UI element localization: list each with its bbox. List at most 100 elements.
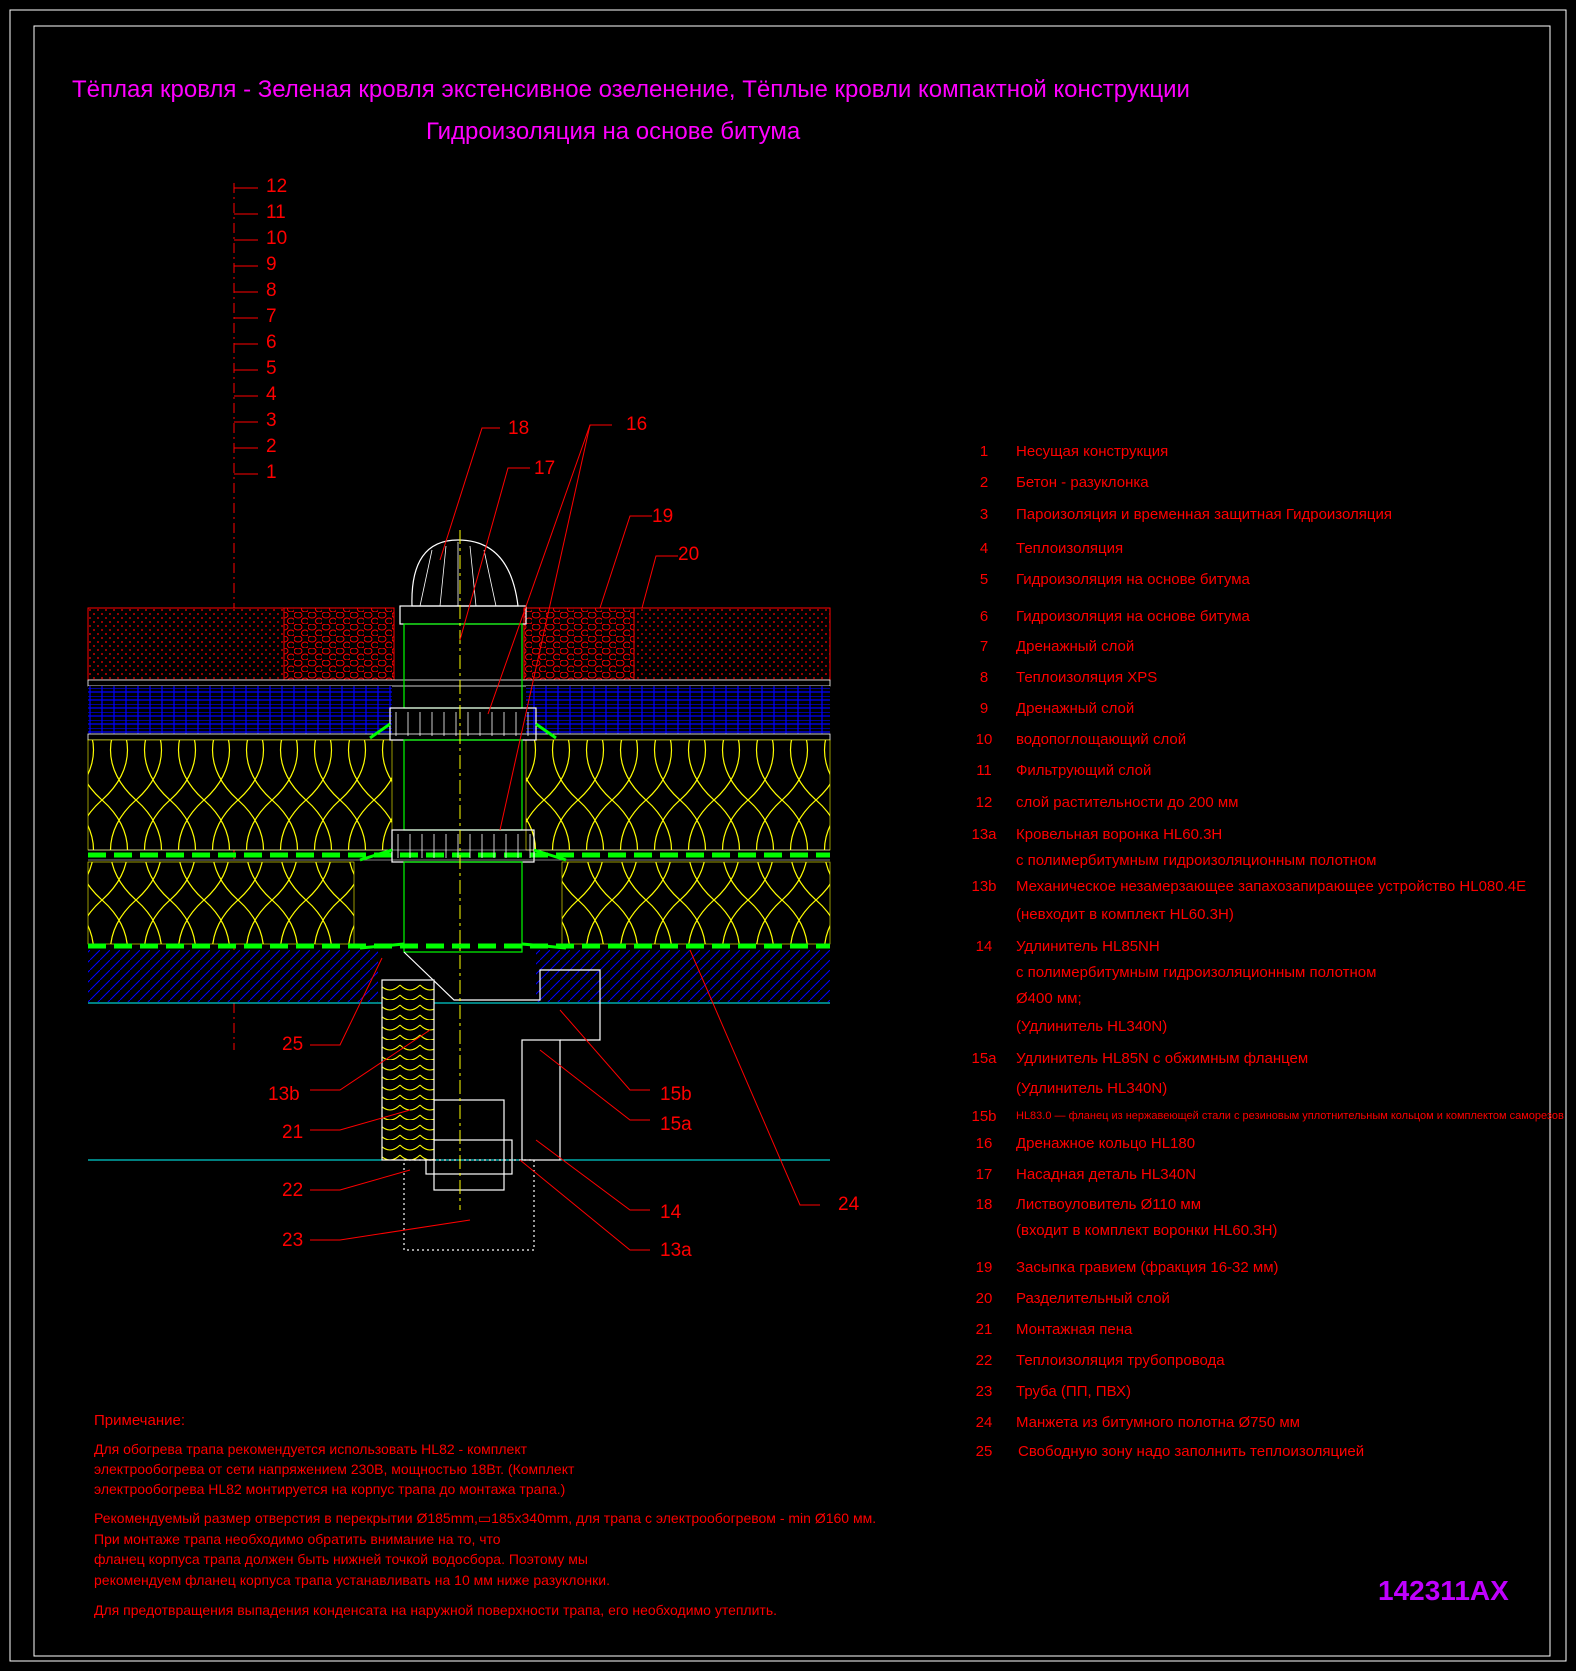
legend-text: с полимербитумным гидроизоляционным поло…: [1016, 852, 1377, 869]
gravel-fill-right: [523, 607, 635, 681]
legend-text: Засыпка гравием (фракция 16-32 мм): [1016, 1259, 1279, 1276]
callout-14: 14: [660, 1202, 682, 1223]
legend-text: (входит в комплект воронки HL60.3H): [1016, 1222, 1278, 1239]
legend-num: 14: [975, 938, 993, 955]
layer-number: 12: [266, 176, 288, 197]
layer-number: 9: [266, 254, 277, 275]
legend-num: 9: [979, 700, 989, 717]
legend-text: Разделительный слой: [1016, 1290, 1170, 1307]
vegetation-layer: [87, 607, 285, 681]
callout-23: 23: [282, 1230, 304, 1251]
legend-text: Теплоизоляция XPS: [1016, 669, 1158, 686]
legend-text: Бетон - разуклонка: [1016, 474, 1149, 491]
pipe-insulation-left: [381, 979, 435, 1161]
drawing-title: Тёплая кровля - Зеленая кровля экстенсив…: [72, 76, 1190, 103]
legend-num: 16: [975, 1135, 993, 1152]
note-line: рекомендуем фланец корпуса трапа устанав…: [94, 1572, 610, 1588]
legend-text: Ø400 мм;: [1016, 990, 1082, 1007]
legend-num: 15a: [971, 1050, 997, 1067]
legend-num: 17: [975, 1166, 993, 1183]
legend-text: Насадная деталь HL340N: [1016, 1166, 1197, 1183]
layer-index-ticks: [234, 187, 258, 475]
xps-layer-right: [526, 686, 830, 734]
legend-num: 21: [975, 1321, 993, 1338]
layer-number: 11: [266, 202, 286, 223]
legend-text: (невходит в комплект HL60.3H): [1016, 906, 1234, 923]
legend-text: (Удлинитель HL340N): [1016, 1018, 1168, 1035]
legend-text: Фильтрующий слой: [1016, 762, 1152, 779]
note-line: электрообогрева от сети напряжением 230В…: [94, 1461, 575, 1477]
legend-text: HL83.0 — фланец из нержавеющей стали с р…: [1016, 1110, 1564, 1122]
legend-text: Манжета из битумного полотна Ø750 мм: [1016, 1414, 1300, 1431]
legend-num: 7: [979, 638, 989, 655]
legend-text: Гидроизоляция на основе битума: [1016, 571, 1250, 588]
legend-num: 19: [975, 1259, 993, 1276]
callout-15b: 15b: [660, 1084, 692, 1105]
legend-text: Теплоизоляция: [1016, 540, 1124, 557]
callout-21: 21: [282, 1122, 304, 1143]
layer-number: 4: [266, 384, 277, 405]
note-line: фланец корпуса трапа должен быть нижней …: [94, 1551, 588, 1567]
callout-13a: 13a: [660, 1240, 692, 1261]
drain-assembly: [359, 539, 601, 1251]
legend-text: Удлинитель HL85N с обжимным фланцем: [1016, 1050, 1309, 1067]
legend-num: 10: [975, 731, 993, 748]
legend-text: водопоглощающий слой: [1016, 731, 1187, 748]
legend-text: Дренажный слой: [1016, 700, 1135, 717]
drain-body-upper: [403, 623, 523, 709]
vegetation-layer-right: [633, 607, 831, 681]
callout-18: 18: [508, 418, 530, 439]
legend-text: Свободную зону надо заполнить теплоизоля…: [1018, 1443, 1365, 1460]
drainage-layer: [87, 733, 831, 741]
legend-num: 18: [975, 1196, 993, 1213]
callout-22: 22: [282, 1180, 304, 1201]
legend-num: 25: [975, 1443, 993, 1460]
legend-text: Удлинитель HL85NH: [1016, 938, 1160, 955]
legend-text: Пароизоляция и временная защитная Гидрои…: [1016, 506, 1392, 523]
legend-num: 11: [976, 762, 992, 779]
legend-text: Дренажное кольцо HL180: [1016, 1135, 1196, 1152]
gravel-fill-left: [283, 607, 395, 681]
legend-num: 12: [975, 794, 993, 811]
legend-text: Труба (ПП, ПВХ): [1016, 1383, 1131, 1400]
legend-text: Дренажный слой: [1016, 638, 1135, 655]
insulation-upper-left: [87, 739, 393, 851]
layer-number: 8: [266, 280, 277, 301]
legend-num: 20: [975, 1290, 993, 1307]
legend-text: (Удлинитель HL340N): [1016, 1080, 1168, 1097]
outlet-pipe: [433, 1099, 505, 1191]
callout-25: 25: [282, 1034, 304, 1055]
xps-layer-left: [88, 686, 392, 734]
note-line: Для обогрева трапа рекомендуется использ…: [94, 1441, 528, 1457]
drawing-code: 142311AX: [1378, 1575, 1509, 1606]
legend-num: 22: [975, 1352, 993, 1369]
leader-lines: [310, 424, 820, 1251]
layer-number: 10: [266, 228, 288, 249]
note-line: При монтаже трапа необходимо обратить вн…: [94, 1531, 501, 1547]
legend-text: Кровельная воронка HL60.3H: [1016, 826, 1223, 843]
legend-num: 1: [979, 443, 989, 460]
legend-num: 23: [975, 1383, 993, 1400]
legend-num: 4: [979, 540, 989, 557]
legend-text: Теплоизоляция трубопровода: [1016, 1352, 1225, 1369]
pipe-below-slab: [403, 1159, 535, 1251]
layer-number: 7: [266, 306, 277, 327]
drain-body-lower: [403, 861, 523, 953]
legend-num: 5: [979, 571, 989, 588]
callout-20: 20: [678, 544, 700, 565]
legend-text: Несущая конструкция: [1016, 443, 1169, 460]
layer-number: 5: [266, 358, 277, 379]
legend-num: 6: [979, 608, 989, 625]
note-line: Рекомендуемый размер отверстия в перекры…: [94, 1510, 877, 1526]
legend-text: Механическое незамерзающее запахозапираю…: [1016, 878, 1527, 895]
concrete-slope-right: [536, 950, 830, 1002]
insulation-lower-left: [87, 861, 355, 945]
legend-num: 15b: [971, 1108, 997, 1125]
drawing-subtitle: Гидроизоляция на основе битума: [426, 118, 801, 145]
legend-num: 2: [979, 474, 989, 491]
legend-num: 3: [979, 506, 989, 523]
callout-13b: 13b: [268, 1084, 300, 1105]
legend-num: 13a: [971, 826, 997, 843]
layer-number: 2: [266, 436, 277, 457]
